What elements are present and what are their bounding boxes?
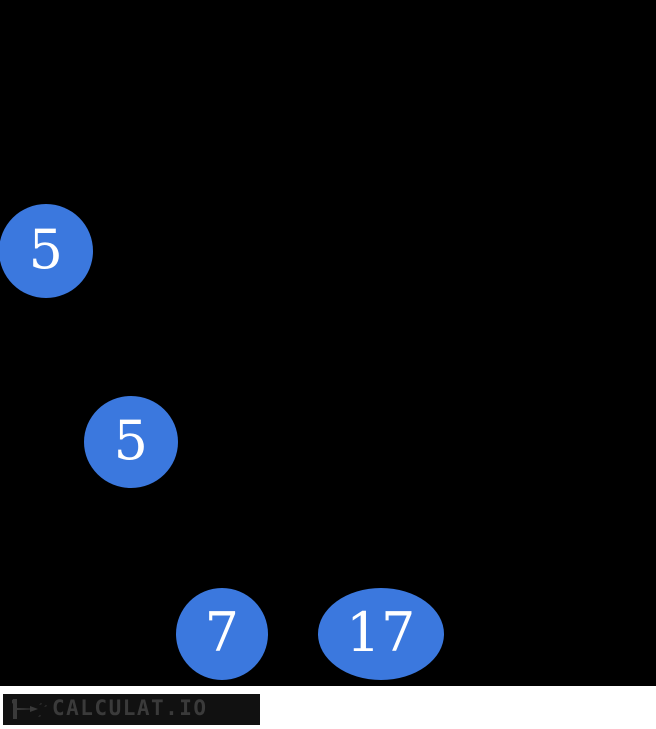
calculatio-bird-mark-icon <box>12 699 47 719</box>
tree-edge-layer <box>0 0 656 686</box>
tree-node-label: 5 <box>28 218 64 281</box>
watermark-text: CALCULAT.IO <box>52 696 208 720</box>
tree-node-label: 17 <box>346 601 416 664</box>
tree-node-label: 7 <box>204 601 240 664</box>
tree-node-label: 5 <box>113 409 149 472</box>
tree-node-right-child[interactable]: 5 <box>84 396 178 488</box>
tree-node-root[interactable]: 5 <box>0 204 93 298</box>
watermark-logo: CALCULAT.IO <box>3 694 260 725</box>
tree-node-leaf-right[interactable]: 17 <box>318 588 444 680</box>
footer-band: CALCULAT.IO <box>0 686 656 729</box>
tree-node-leaf-left[interactable]: 7 <box>176 588 268 680</box>
tree-canvas: 5 5 7 17 <box>0 0 656 686</box>
